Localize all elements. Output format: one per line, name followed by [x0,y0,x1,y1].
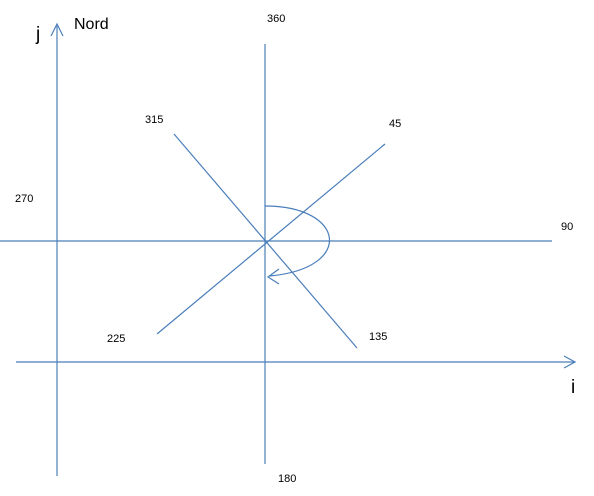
ne-sw-line [156,143,386,335]
bearing-label-225: 225 [107,333,125,345]
j-axis-label: j [35,24,40,45]
rotation-arrow-arc [264,205,330,277]
bearing-label-45: 45 [389,118,401,130]
bearing-label-315: 315 [145,114,163,126]
i-axis-label: i [571,377,575,398]
bearing-label-180: 180 [278,473,296,485]
bearing-label-135: 135 [369,331,387,343]
j-axis-arrowhead [50,22,64,37]
north-label: Nord [74,16,109,33]
bearing-label-270: 270 [15,193,33,205]
bearing-label-360: 360 [267,13,285,25]
i-axis-arrowhead [563,355,577,369]
rotation-arrow-head [266,268,280,285]
nw-se-line [173,133,358,349]
bearing-label-90: 90 [561,221,573,233]
